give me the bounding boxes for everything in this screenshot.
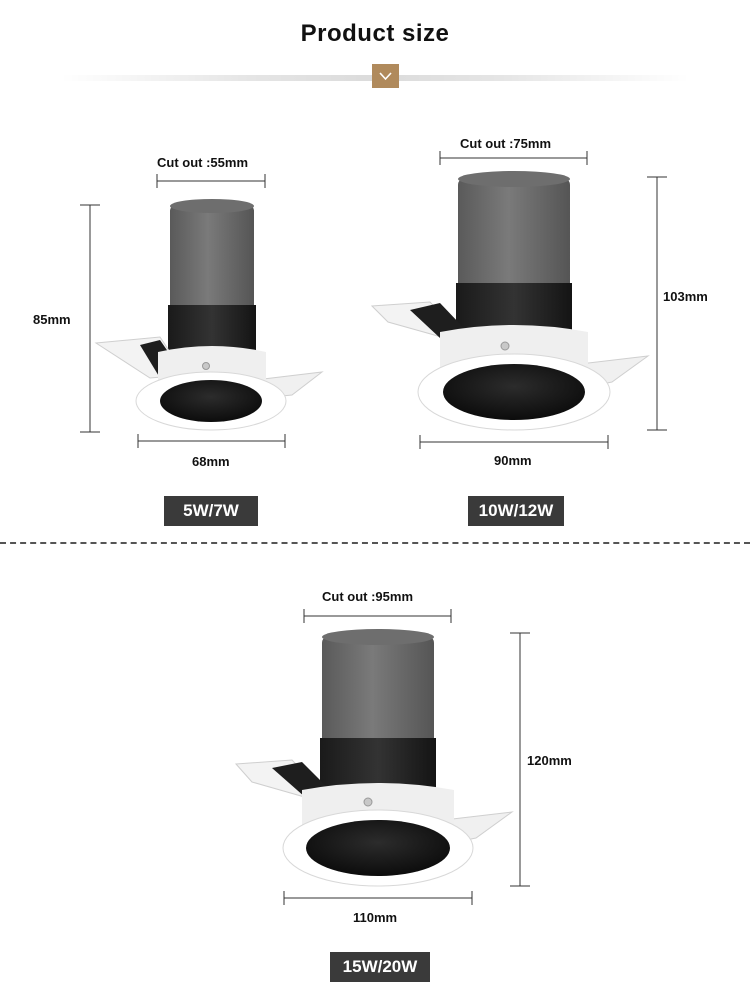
height-label: 85mm xyxy=(33,312,71,327)
width-label: 110mm xyxy=(353,910,398,925)
power-badge: 15W/20W xyxy=(330,952,430,982)
cutout-label: Cut out :75mm xyxy=(460,136,551,151)
width-label: 68mm xyxy=(192,454,230,469)
power-badge: 5W/7W xyxy=(164,496,258,526)
height-label: 103mm xyxy=(663,289,708,304)
cutout-label: Cut out :95mm xyxy=(322,589,413,604)
section-divider xyxy=(0,542,750,544)
page-title: Product size xyxy=(300,20,450,47)
power-badge: 10W/12W xyxy=(468,496,564,526)
width-label: 90mm xyxy=(494,453,532,468)
height-label: 120mm xyxy=(527,753,572,768)
cutout-label: Cut out :55mm xyxy=(157,155,248,170)
chevron-down-icon xyxy=(372,64,399,88)
